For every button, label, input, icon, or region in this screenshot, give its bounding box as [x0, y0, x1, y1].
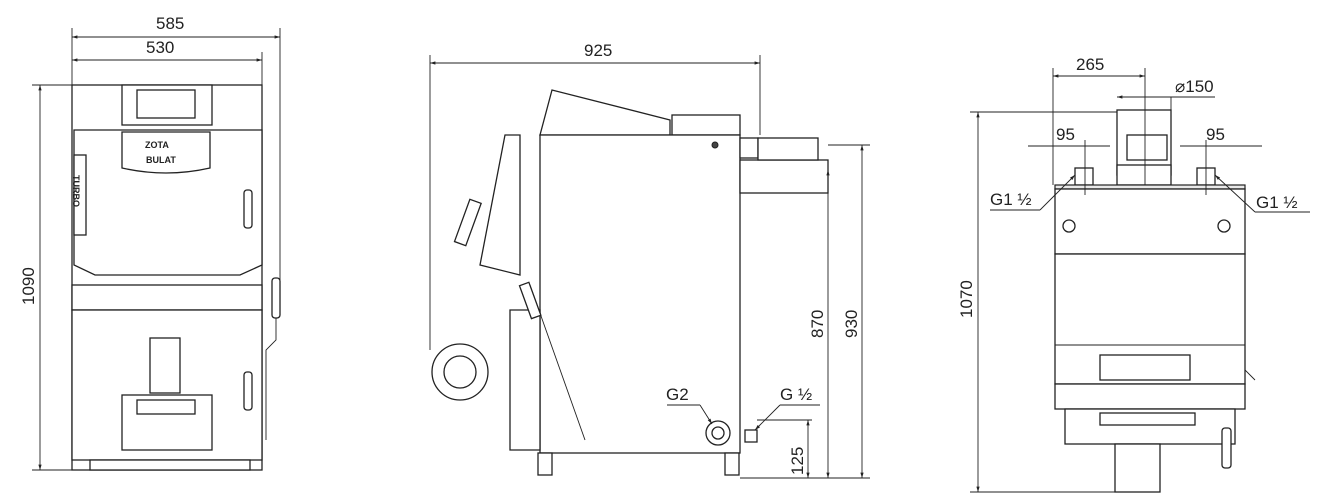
dim-925: 925 [584, 41, 612, 60]
dim-585: 585 [156, 14, 184, 33]
dim-flue-150: ⌀150 [1175, 77, 1214, 96]
dim-930: 930 [842, 310, 861, 338]
dim-1070: 1070 [957, 280, 976, 318]
dim-265: 265 [1076, 55, 1104, 74]
dim-870: 870 [808, 310, 827, 338]
front-dimensions: 585 530 1090 [19, 14, 281, 471]
label-g2: G2 [666, 385, 689, 404]
rear-view [1054, 109, 1256, 493]
dim-95-left: 95 [1056, 125, 1075, 144]
dim-530: 530 [146, 38, 174, 57]
side-dimensions: 925 870 930 125 G2 G ½ [429, 41, 870, 479]
label-g1-half-right: G1 ½ [1256, 193, 1298, 212]
label-g-half: G ½ [780, 385, 812, 404]
model-label: BULAT [146, 155, 176, 165]
dim-125: 125 [788, 447, 807, 475]
dim-1090: 1090 [19, 267, 38, 305]
label-g1-half-left: G1 ½ [990, 190, 1032, 209]
rear-dimensions: 265 ⌀150 95 95 G1 ½ G1 ½ 1070 [957, 55, 1310, 493]
turbo-label: TURBO [71, 175, 81, 207]
side-view [431, 89, 829, 476]
front-view: ZOTA BULAT TURBO [71, 84, 281, 471]
dim-95-right: 95 [1206, 125, 1225, 144]
brand-logo: ZOTA [145, 140, 169, 150]
